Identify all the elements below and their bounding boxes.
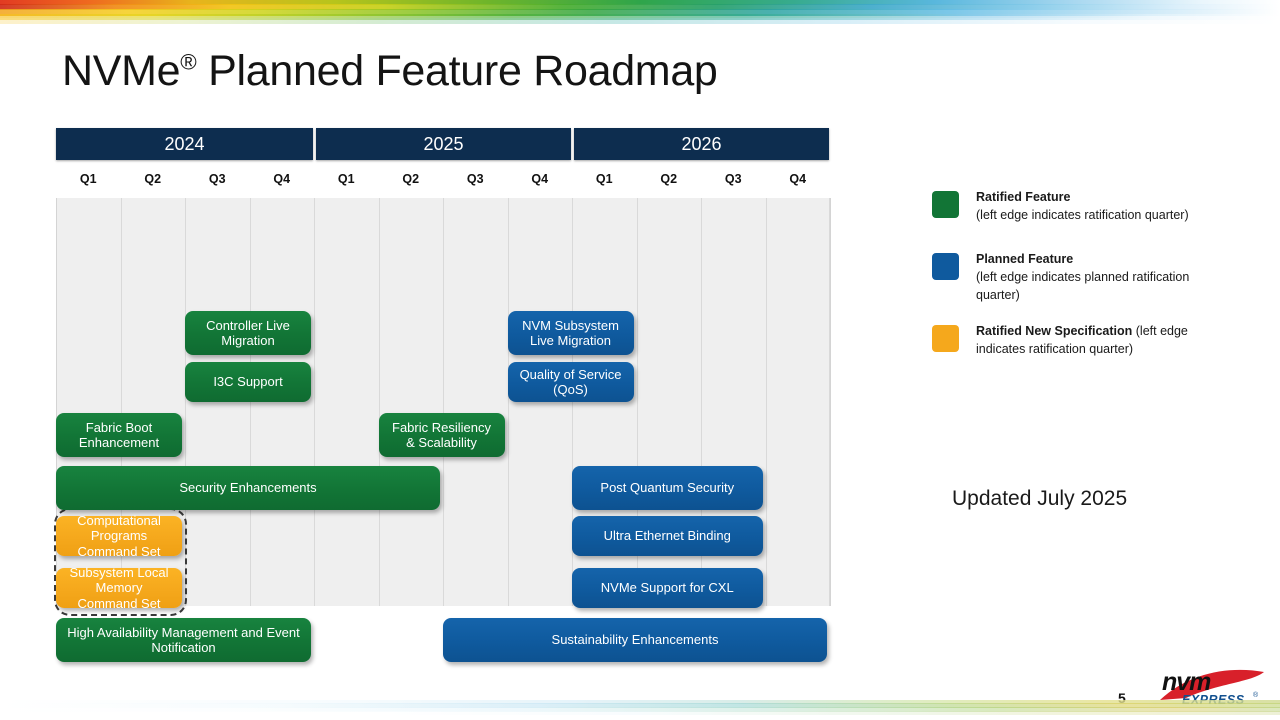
bottom-decorative-ribbon [0,694,1280,720]
legend-swatch-icon [932,253,959,280]
gridline [636,198,638,606]
quarter-label-8: Q1 [595,172,613,186]
quarter-label-1: Q2 [144,172,162,186]
roadmap-bar[interactable]: Sustainability Enhancements [443,618,827,662]
gridline [56,198,57,606]
roadmap-bar[interactable]: Computational Programs Command Set [56,513,182,559]
roadmap-bar[interactable]: Subsystem Local Memory Command Set [56,565,182,611]
year-header-2024: 2024 [56,128,313,160]
legend-item: Ratified Feature (left edge indicates rat… [932,188,1212,232]
legend-swatch-icon [932,325,959,352]
nvm-express-logo-icon: nvm EXPRESS ® [1160,668,1264,707]
ribbon-stripe [0,711,1280,715]
gridline [120,198,122,606]
ribbon-stripe [0,700,1280,704]
chart-bars-layer: Controller Live Migration NVM Subsystem L… [54,198,830,662]
page-title-rest: Planned Feature Roadmap [196,47,718,95]
legend-text: Planned Feature (left edge indicates plan… [976,250,1212,304]
gridline [249,198,251,606]
ribbon-stripe [0,9,1280,16]
legend: Ratified Feature (left edge indicates rat… [932,188,1212,384]
ribbon-stripe [0,4,1280,10]
gridline [701,198,702,606]
legend-swatch-icon [932,191,959,218]
legend-text: Ratified Feature (left edge indicates rat… [976,188,1212,224]
quarter-label-0: Q1 [79,172,97,186]
quarter-label-5: Q2 [402,172,420,186]
quarter-label-10: Q3 [724,172,742,186]
legend-item: Ratified New Specification (left edge in… [932,322,1212,366]
quarter-label-11: Q4 [789,172,807,186]
legend-item-title: Ratified New Specification [976,324,1133,338]
roadmap-bar[interactable]: Post Quantum Security [572,466,763,510]
legend-item-subtitle: (left edge indicates ratification quarte… [976,208,1189,222]
quarter-label-row: Q1 Q2 Q3 Q4 Q1 Q2 Q3 Q4 Q1 Q2 Q3 Q4 [56,168,830,190]
year-header-2025: 2025 [316,128,571,160]
ribbon-stripe [0,18,1280,24]
roadmap-bar[interactable]: Ultra Ethernet Binding [572,516,763,556]
roadmap-bar[interactable]: NVM Subsystem Live Migration [507,311,634,355]
year-header-2026: 2026 [574,128,829,160]
legend-item: Planned Feature (left edge indicates plan… [932,250,1212,304]
ribbon-stripe [0,703,1280,708]
page-title: NVMe® Planned Feature Roadmap [62,50,718,93]
gridline [829,198,830,606]
svg-text:®: ® [1253,691,1259,699]
gridline [378,198,380,606]
legend-item-subtitle: (left edge indicates planned ratificatio… [976,270,1190,302]
updated-note: Updated July 2025 [952,487,1128,510]
gridline [314,198,315,606]
legend-item-subtitle: (left edge indicates ratification quarte… [976,324,1188,356]
quarter-label-9: Q2 [660,172,678,186]
roadmap-bar[interactable]: Controller Live Migration [185,311,311,355]
legend-item-title: Planned Feature [976,252,1074,266]
quarter-label-2: Q3 [208,172,226,186]
legend-item-title: Ratified Feature [976,190,1071,204]
svg-text:EXPRESS: EXPRESS [1182,693,1245,707]
quarter-label-4: Q1 [337,172,355,186]
ribbon-stripe [0,14,1280,20]
gridline [443,198,444,606]
svg-text:nvm: nvm [1162,668,1211,696]
quarter-label-7: Q4 [531,172,549,186]
top-decorative-ribbon [0,0,1280,26]
roadmap-bar[interactable]: Fabric Resiliency & Scalability [378,413,505,457]
nvm-express-logo: nvm EXPRESS ® [1156,666,1268,710]
gridline [185,198,186,606]
ribbon-stripe [0,707,1280,712]
roadmap-bar[interactable]: Security Enhancements [56,466,440,510]
quarter-label-6: Q3 [466,172,484,186]
page-number: 5 [1118,690,1126,706]
gridline [765,198,767,606]
page-title-main: NVMe [62,47,181,95]
roadmap-bar[interactable]: I3C Support [185,362,311,402]
roadmap-bar[interactable]: NVMe Support for CXL [572,568,763,608]
quarter-label-3: Q4 [273,172,291,186]
roadmap-bar[interactable]: Fabric Boot Enhancement [56,413,182,457]
gridline [507,198,509,606]
gridline [572,198,573,606]
ribbon-stripe [0,0,1280,5]
legend-text: Ratified New Specification (left edge in… [976,322,1212,358]
roadmap-bar[interactable]: High Availability Management and Event N… [56,618,311,662]
roadmap-bar[interactable]: Quality of Service (QoS) [507,362,634,402]
registered-trademark-icon: ® [180,49,197,75]
